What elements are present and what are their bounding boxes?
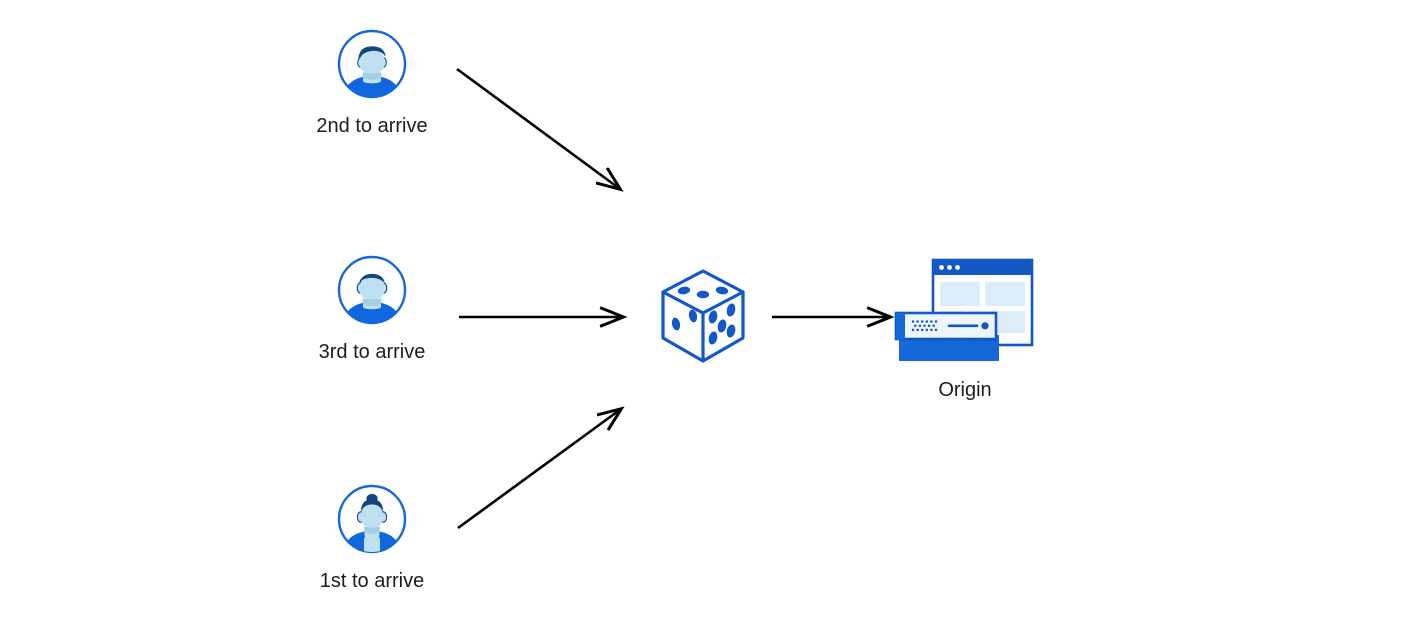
client-node-1st[interactable]: 1st to arrive [320, 483, 424, 592]
user-avatar-icon [337, 29, 407, 99]
user-avatar-icon [337, 484, 407, 554]
origin-node[interactable]: Origin [893, 255, 1038, 401]
origin-server-icon [894, 258, 1034, 361]
server-appliance-icon [894, 311, 999, 361]
origin-label: Origin [938, 379, 992, 401]
dice-icon [661, 269, 745, 363]
client-node-3rd[interactable]: 3rd to arrive [319, 254, 425, 363]
client-label-3rd: 3rd to arrive [318, 341, 426, 363]
client-label-1st: 1st to arrive [319, 570, 425, 592]
user-avatar-icon [337, 255, 407, 325]
random-balancer-node[interactable] [655, 265, 751, 367]
arrow-1st-to-dice [457, 409, 621, 530]
client-label-2nd: 2nd to arrive [316, 115, 428, 137]
client-node-2nd[interactable]: 2nd to arrive [316, 28, 428, 137]
